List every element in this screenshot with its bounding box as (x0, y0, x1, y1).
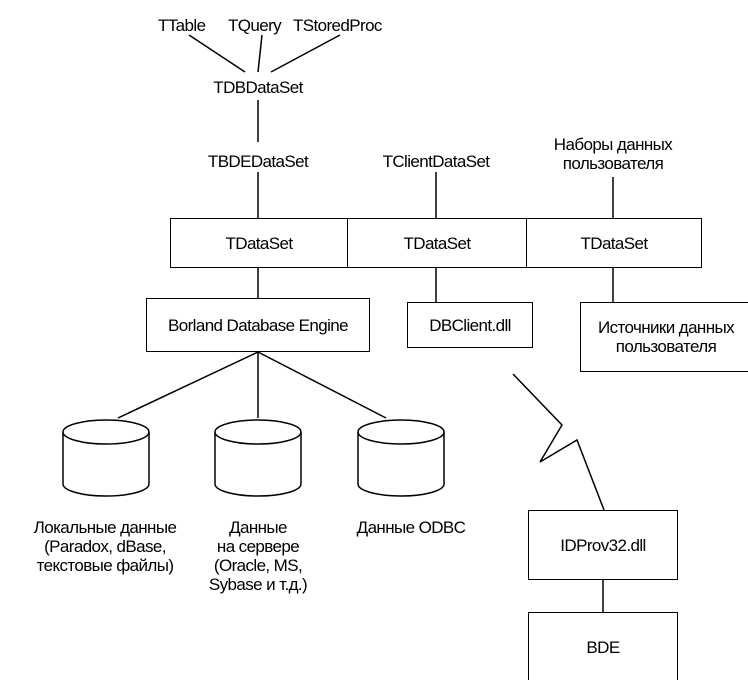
bde-box: BDE (528, 612, 678, 680)
lightning-link (512, 373, 605, 511)
server-data-cylinder (214, 419, 302, 497)
dbclient-box: DBClient.dll (407, 302, 533, 348)
user-datasets-line-1: Наборы данных (553, 135, 673, 154)
server-data-line-4: Sybase и т.д.) (208, 575, 308, 594)
tbdedataset-label: TBDEDataSet (207, 152, 309, 171)
local-data-label: Локальные данные (Paradox, dBase, тексто… (0, 518, 210, 575)
tstoredproc-connector (270, 34, 341, 73)
server-data-label: Данные на сервере (Oracle, MS, Sybase и … (178, 518, 338, 594)
local-data-cylinder (62, 419, 150, 497)
ttable-label: TTable (158, 16, 206, 35)
user-datasets-line-2: пользователя (562, 154, 664, 173)
tdbdataset-label: TDBDataSet (213, 78, 303, 97)
user-sources-box: Источники данных пользователя (580, 302, 748, 372)
tquery-connector (257, 34, 263, 73)
server-data-line-3: (Oracle, MS, (213, 556, 303, 575)
idprov32-box: IDProv32.dll (528, 510, 678, 580)
local-data-line-1: Локальные данные (33, 518, 177, 537)
odbc-data-cylinder (357, 419, 445, 497)
tquery-label: TQuery (228, 16, 282, 35)
bde-local-connector (117, 351, 259, 419)
local-data-line-3: текстовые файлы) (36, 556, 174, 575)
server-data-line-2: на сервере (216, 537, 300, 556)
user-sources-line-1: Источники данных (597, 318, 735, 337)
tclientdataset-label: TClientDataSet (382, 152, 490, 171)
tdataset-box-bde: TDataSet (170, 218, 348, 268)
tdataset-box-client: TDataSet (347, 218, 527, 268)
tstoredproc-label: TStoredProc (293, 16, 382, 35)
local-data-line-2: (Paradox, dBase, (44, 537, 166, 556)
borland-database-engine-box: Borland Database Engine (146, 298, 370, 352)
bde-odbc-connector (257, 351, 387, 419)
user-sources-line-2: пользователя (615, 337, 717, 356)
server-data-line-1: Данные (229, 518, 287, 537)
odbc-data-label: Данные ODBC (356, 518, 466, 537)
user-datasets-label: Наборы данных пользователя (523, 135, 703, 173)
tdataset-box-user: TDataSet (526, 218, 702, 268)
ttable-connector (188, 34, 246, 73)
